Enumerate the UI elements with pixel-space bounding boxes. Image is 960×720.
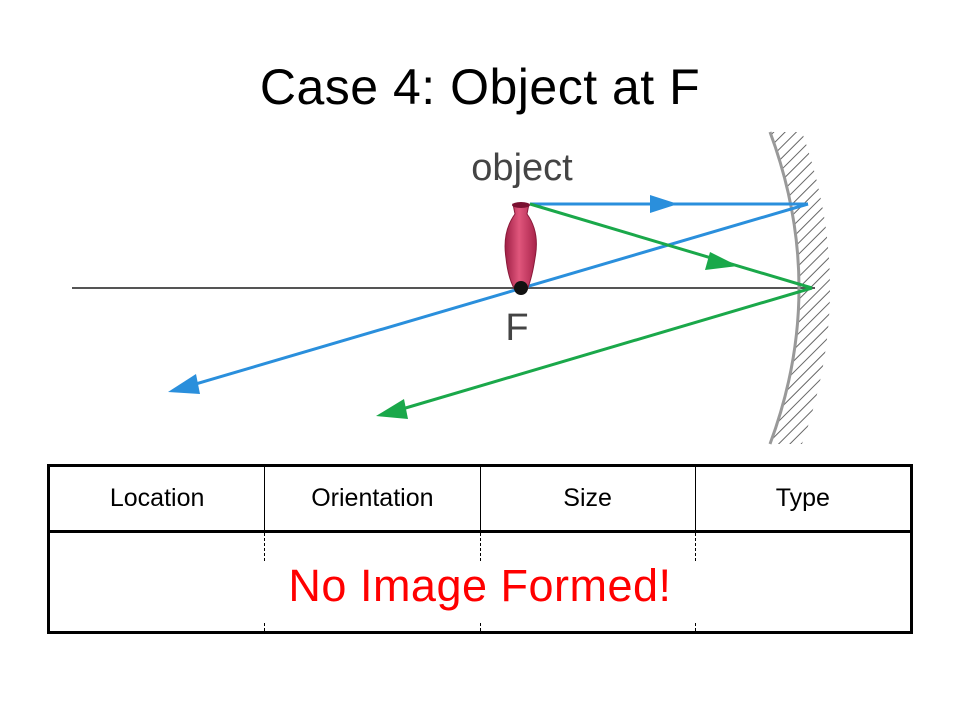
focal-point: [514, 281, 528, 295]
image-properties-table: Location Orientation Size Type No Image …: [47, 464, 913, 634]
header-location: Location: [50, 467, 266, 530]
concave-mirror: [768, 131, 801, 445]
header-type: Type: [775, 484, 830, 512]
message-background: [250, 563, 735, 621]
green-ray-arrow-2: [376, 399, 408, 419]
blue-ray: [168, 195, 809, 394]
green-ray: [376, 202, 813, 419]
object-vase: [504, 202, 537, 291]
ray-diagram: object F: [72, 131, 830, 445]
header-orientation: Orientation: [265, 467, 481, 530]
header-size: Size: [481, 467, 696, 530]
slide-title: Case 4: Object at F: [259, 59, 701, 115]
no-image-message: No Image Formed!: [288, 560, 672, 611]
green-ray-arrow-1: [705, 252, 738, 270]
blue-ray-arrow-2: [168, 374, 200, 394]
focal-label: F: [505, 307, 528, 349]
blue-ray-arrow-1: [650, 195, 678, 213]
object-label: object: [471, 147, 573, 189]
table-header-row: Location Orientation Size Type: [50, 467, 910, 533]
